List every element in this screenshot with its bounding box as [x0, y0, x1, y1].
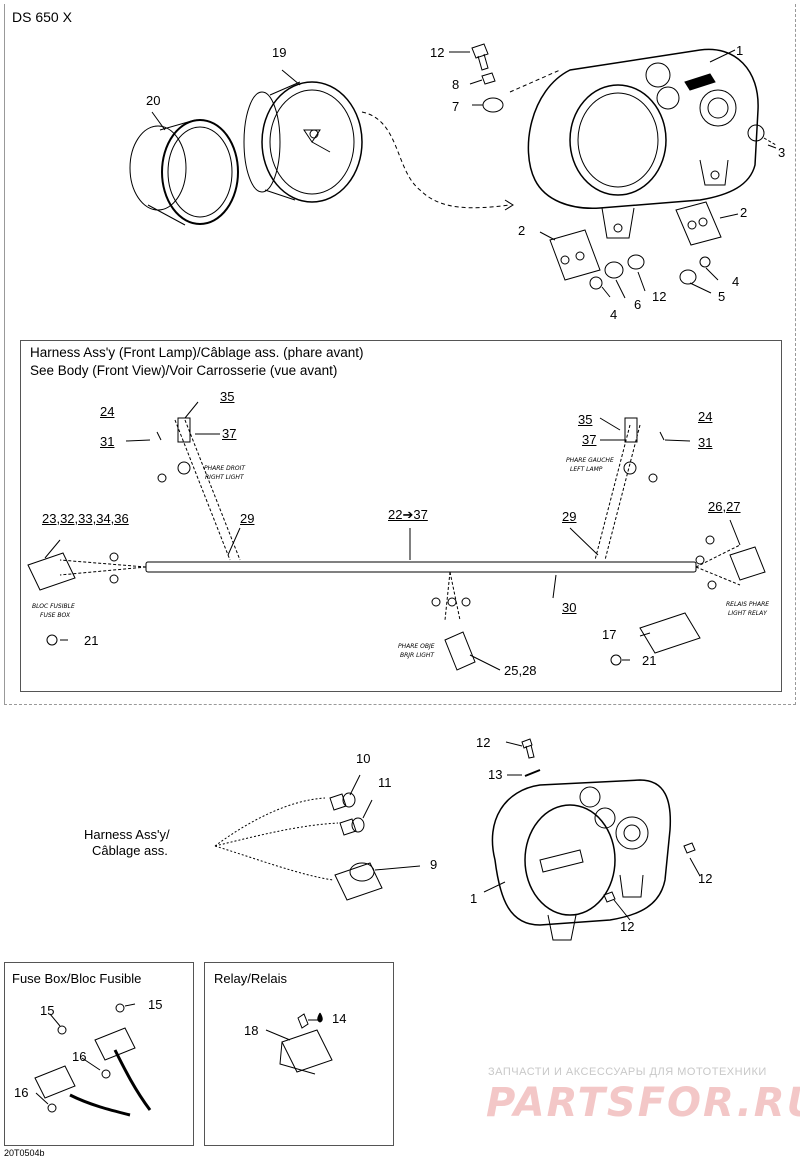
collar-8	[481, 72, 496, 85]
callout-31-right: 31	[698, 435, 713, 450]
watermark-tagline: ЗАПЧАСТИ И АКСЕССУАРЫ ДЛЯ МОТОТЕХНИКИ	[488, 1066, 767, 1078]
bracket-2-right	[675, 201, 722, 246]
callout-26-27: 26,27	[708, 499, 741, 514]
model-title: DS 650 X	[12, 9, 72, 25]
callout-21-right: 21	[642, 653, 657, 668]
instrument-cluster-bottom-part	[491, 779, 672, 941]
callout-35-right: 35	[578, 412, 593, 427]
callout-17: 17	[602, 627, 617, 642]
callout-31-left: 31	[100, 434, 115, 449]
speedometer-part	[243, 81, 363, 203]
callout-12-mid-bottom: 12	[620, 919, 635, 934]
grommet-3	[747, 124, 765, 142]
fuse-box-connector	[27, 552, 76, 591]
main-frame	[4, 4, 796, 705]
figure-code: 20T0504b	[4, 1148, 45, 1158]
callout-12-mid-right: 12	[698, 871, 713, 886]
callout-5: 5	[718, 289, 726, 304]
bracket-2-left	[549, 229, 601, 281]
fuse-box-section-box	[4, 962, 194, 1146]
callout-29-left: 29	[240, 511, 255, 526]
callout-16-right: 16	[72, 1049, 87, 1064]
brjr-connector	[444, 631, 476, 671]
callout-9: 9	[430, 857, 438, 872]
callout-15-left: 15	[40, 1003, 55, 1018]
callout-14: 14	[332, 1011, 347, 1026]
relay-connector	[729, 546, 766, 581]
relay-section-box	[204, 962, 394, 1146]
callout-21-left: 21	[84, 633, 99, 648]
callout-2-right: 2	[740, 205, 748, 220]
callout-30: 30	[562, 600, 577, 615]
callout-16-left: 16	[14, 1085, 29, 1100]
label-phare-gauche: PHARE GAUCHE	[566, 457, 614, 464]
label-relais-phare: RELAIS PHARE	[726, 601, 770, 608]
harness-label-line1: Harness Ass'y/	[84, 827, 170, 842]
callout-15-right: 15	[148, 997, 163, 1012]
callout-4-left: 4	[610, 307, 618, 322]
callout-2-left: 2	[518, 223, 526, 238]
callout-7: 7	[452, 99, 460, 114]
callout-37-right: 37	[582, 432, 597, 447]
callout-12-top: 12	[430, 45, 445, 60]
harness-title-line2: See Body (Front View)/Voir Carrosserie (…	[30, 363, 338, 378]
harness-section-box	[20, 340, 782, 692]
callout-12-mid-top: 12	[476, 735, 491, 750]
callout-37-left: 37	[222, 426, 237, 441]
label-right-light: RIGHT LIGHT	[205, 474, 244, 481]
callout-24-right: 24	[698, 409, 713, 424]
callout-22-37: 22➔37	[388, 507, 428, 522]
callout-1-top: 1	[736, 43, 744, 58]
relay-17	[639, 612, 701, 654]
label-fuse-box: FUSE BOX	[40, 612, 71, 619]
callout-24-left: 24	[100, 404, 115, 419]
callout-1-mid: 1	[470, 891, 478, 906]
callout-13: 13	[488, 767, 503, 782]
watermark-logo: PARTSFOR.RU	[486, 1080, 800, 1126]
callout-11: 11	[378, 775, 392, 790]
instrument-cluster-top-part	[527, 48, 759, 239]
callout-3: 3	[778, 145, 786, 160]
label-light-relay: LIGHT RELAY	[728, 610, 767, 617]
callout-23-36: 23,32,33,34,36	[42, 511, 129, 526]
label-bloc-fusible: BLOC FUSIBLE	[32, 603, 75, 610]
callout-29-right: 29	[562, 509, 577, 524]
callout-20: 20	[146, 93, 161, 108]
fuse-box-title: Fuse Box/Bloc Fusible	[12, 971, 142, 986]
bulb-11	[339, 817, 365, 836]
bezel-ring-part	[129, 119, 239, 226]
relay-18-part	[279, 1012, 333, 1075]
callout-4-right: 4	[732, 274, 740, 289]
label-phare-obje: PHARE OBJE	[398, 643, 435, 650]
fuse-box-part	[34, 1003, 152, 1117]
callout-19: 19	[272, 45, 287, 60]
callout-25-28: 25,28	[504, 663, 537, 678]
callout-10: 10	[356, 751, 371, 766]
grommet-7	[482, 97, 504, 113]
relay-title: Relay/Relais	[214, 971, 287, 986]
callout-6: 6	[634, 297, 642, 312]
label-brjr-light: BRJR LIGHT	[400, 652, 435, 659]
callout-35-left: 35	[220, 389, 235, 404]
harness-title-line1: Harness Ass'y (Front Lamp)/Câblage ass. …	[30, 345, 364, 360]
callout-12-bottom: 12	[652, 289, 667, 304]
screw-12-top	[471, 43, 489, 71]
label-left-lamp: LEFT LAMP	[570, 466, 603, 473]
callout-18: 18	[244, 1023, 259, 1038]
harness-label-line2: Câblage ass.	[92, 843, 168, 858]
harness-main-part	[27, 417, 766, 671]
label-phare-droit: PHARE DROIT	[204, 465, 246, 472]
callout-8: 8	[452, 77, 460, 92]
socket-9	[334, 862, 383, 901]
bulb-10	[329, 792, 356, 811]
